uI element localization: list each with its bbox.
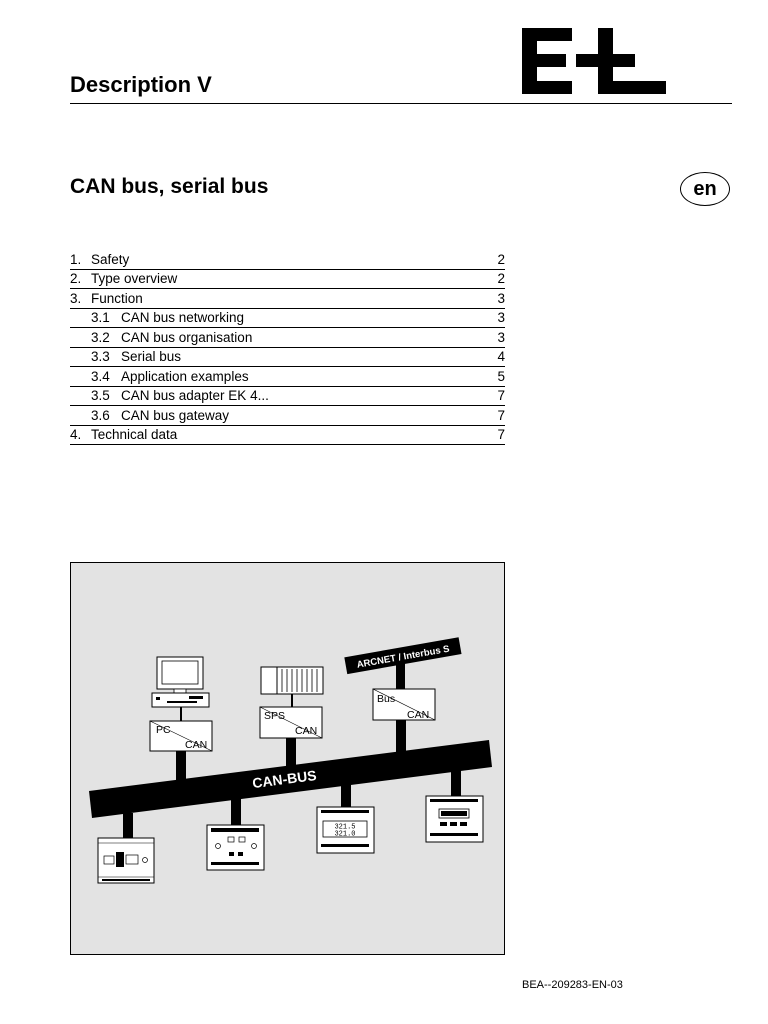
toc-entry-number: 3.1 [91, 310, 110, 326]
toc-entry-number: 3.5 [91, 388, 110, 404]
toc-entry-page: 7 [497, 427, 505, 443]
toc-entry-label: CAN bus networking [121, 310, 245, 326]
toc-entry-page: 3 [497, 290, 505, 306]
toc-entry: 1. Safety 2 [70, 250, 505, 270]
toc-entry-page: 5 [497, 368, 505, 384]
toc-entry-number: 4. [70, 427, 82, 443]
language-badge: en [680, 172, 730, 206]
toc-entry-number: 3.6 [91, 407, 110, 423]
toc-entry: 3.4 Application examples 5 [70, 367, 505, 387]
document-title: CAN bus, serial bus [70, 175, 269, 198]
svg-text:CAN: CAN [295, 725, 317, 737]
svg-text:321.0: 321.0 [334, 831, 355, 839]
svg-text:PC: PC [156, 724, 171, 736]
adapter-box-pc: PC CAN [149, 720, 213, 752]
toc-entry-label: Technical data [91, 427, 178, 443]
toc-entry-page: 3 [497, 310, 505, 326]
toc-entry: 4. Technical data 7 [70, 426, 505, 445]
svg-text:CAN: CAN [407, 709, 429, 721]
toc-entry-label: CAN bus gateway [121, 407, 230, 423]
toc-entry-number: 3.3 [91, 349, 110, 365]
toc-entry-page: 4 [497, 349, 505, 365]
toc-entry-page: 7 [497, 388, 505, 404]
toc-entry-page: 7 [497, 407, 505, 423]
document-code: BEA--209283-EN-03 [522, 979, 623, 991]
toc-entry: 3.3 Serial bus 4 [70, 348, 505, 367]
adapter-box-sps: SPS CAN [259, 706, 323, 739]
page-header-title: Description V [70, 72, 212, 97]
svg-text:CAN: CAN [185, 739, 207, 751]
toc-entry: 2. Type overview 2 [70, 270, 505, 289]
toc-entry-number: 3.4 [91, 368, 110, 384]
toc-entry: 3.2 CAN bus organisation 3 [70, 328, 505, 348]
svg-text:321.5: 321.5 [334, 824, 355, 832]
header-rule [70, 103, 732, 104]
toc-entry-number: 1. [70, 251, 82, 267]
adapter-box-bus: Bus CAN [372, 688, 436, 721]
company-logo [522, 28, 666, 94]
device-controller-1 [97, 837, 155, 884]
toc-entry-label: Function [91, 290, 143, 306]
svg-text:SPS: SPS [264, 710, 285, 722]
toc-entry-number: 3.2 [91, 329, 110, 345]
svg-text:Bus: Bus [377, 693, 395, 705]
computer-icon [151, 656, 210, 708]
can-bus-bar [89, 740, 492, 818]
device-controller-4 [425, 795, 484, 843]
toc-entry-number: 2. [70, 271, 82, 287]
toc-entry-number: 3. [70, 290, 82, 306]
toc-entry: 3.5 CAN bus adapter EK 4... 7 [70, 387, 505, 406]
toc-entry-label: CAN bus organisation [121, 329, 253, 345]
toc-entry-label: Serial bus [121, 349, 182, 365]
can-bus-diagram: ARCNET / Interbus S PC CAN SPS CAN Bus C… [70, 562, 505, 955]
toc-entry-label: Safety [91, 251, 130, 267]
device-controller-2 [206, 824, 265, 871]
plc-rack-icon [260, 666, 324, 695]
toc-entry-page: 2 [497, 271, 505, 287]
toc-entry: 3.6 CAN bus gateway 7 [70, 406, 505, 426]
toc-entry-label: Type overview [91, 271, 178, 287]
toc-entry-page: 2 [497, 251, 505, 267]
toc-entry: 3.1 CAN bus networking 3 [70, 309, 505, 328]
toc-entry-page: 3 [497, 329, 505, 345]
toc-entry-label: Application examples [121, 368, 249, 384]
toc-entry: 3. Function 3 [70, 289, 505, 309]
toc-entry-label: CAN bus adapter EK 4... [121, 388, 269, 404]
device-display-controller: 321.5 321.0 [316, 806, 375, 854]
